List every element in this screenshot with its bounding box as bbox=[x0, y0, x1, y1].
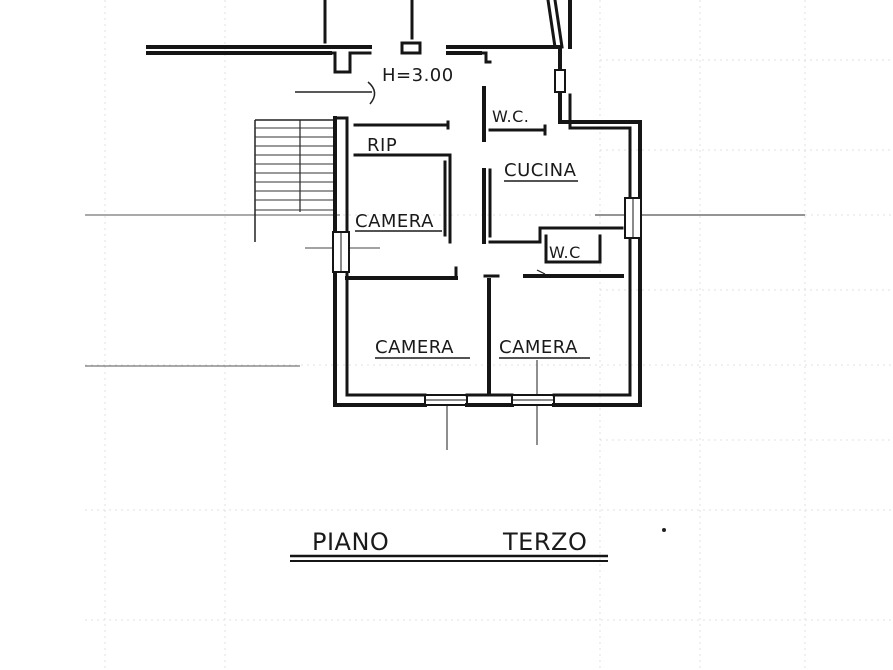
landing-walls bbox=[146, 0, 572, 120]
speck bbox=[662, 528, 666, 532]
room-label-camera-upper: CAMERA bbox=[355, 211, 434, 232]
floor-title: PIANO TERZO bbox=[290, 528, 608, 562]
interior-walls bbox=[345, 86, 624, 394]
room-label-rip: RIP bbox=[367, 135, 397, 156]
room-label-camera-lower-right: CAMERA bbox=[499, 337, 578, 358]
entry-arrow bbox=[295, 81, 376, 105]
room-label-wc-top: W.C. bbox=[492, 107, 529, 126]
stairs bbox=[254, 119, 335, 242]
room-label-cucina: CUCINA bbox=[504, 160, 577, 181]
room-label-camera-lower-left: CAMERA bbox=[375, 337, 454, 358]
outer-walls bbox=[332, 93, 642, 407]
floor-title-piano: PIANO bbox=[312, 528, 389, 556]
floor-title-terzo: TERZO bbox=[502, 528, 587, 556]
height-label: H=3.00 bbox=[382, 65, 454, 86]
room-label-wc-small: W.C bbox=[549, 243, 581, 262]
reference-lines bbox=[85, 214, 805, 450]
